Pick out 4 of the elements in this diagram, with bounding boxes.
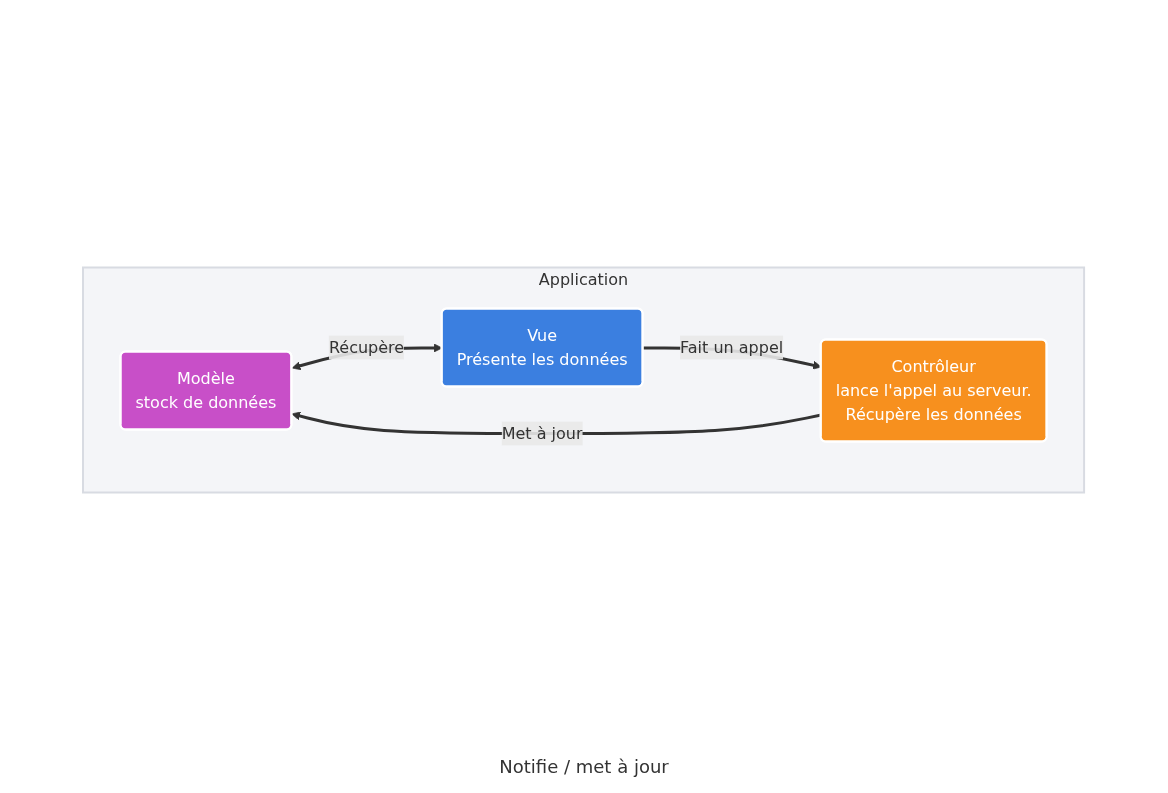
edge-label: Récupère bbox=[329, 337, 405, 357]
edge-label: Fait un appel bbox=[680, 337, 784, 357]
edge-label: Met à jour bbox=[502, 423, 583, 443]
edge-note: Notifie / met à jour bbox=[499, 756, 669, 777]
